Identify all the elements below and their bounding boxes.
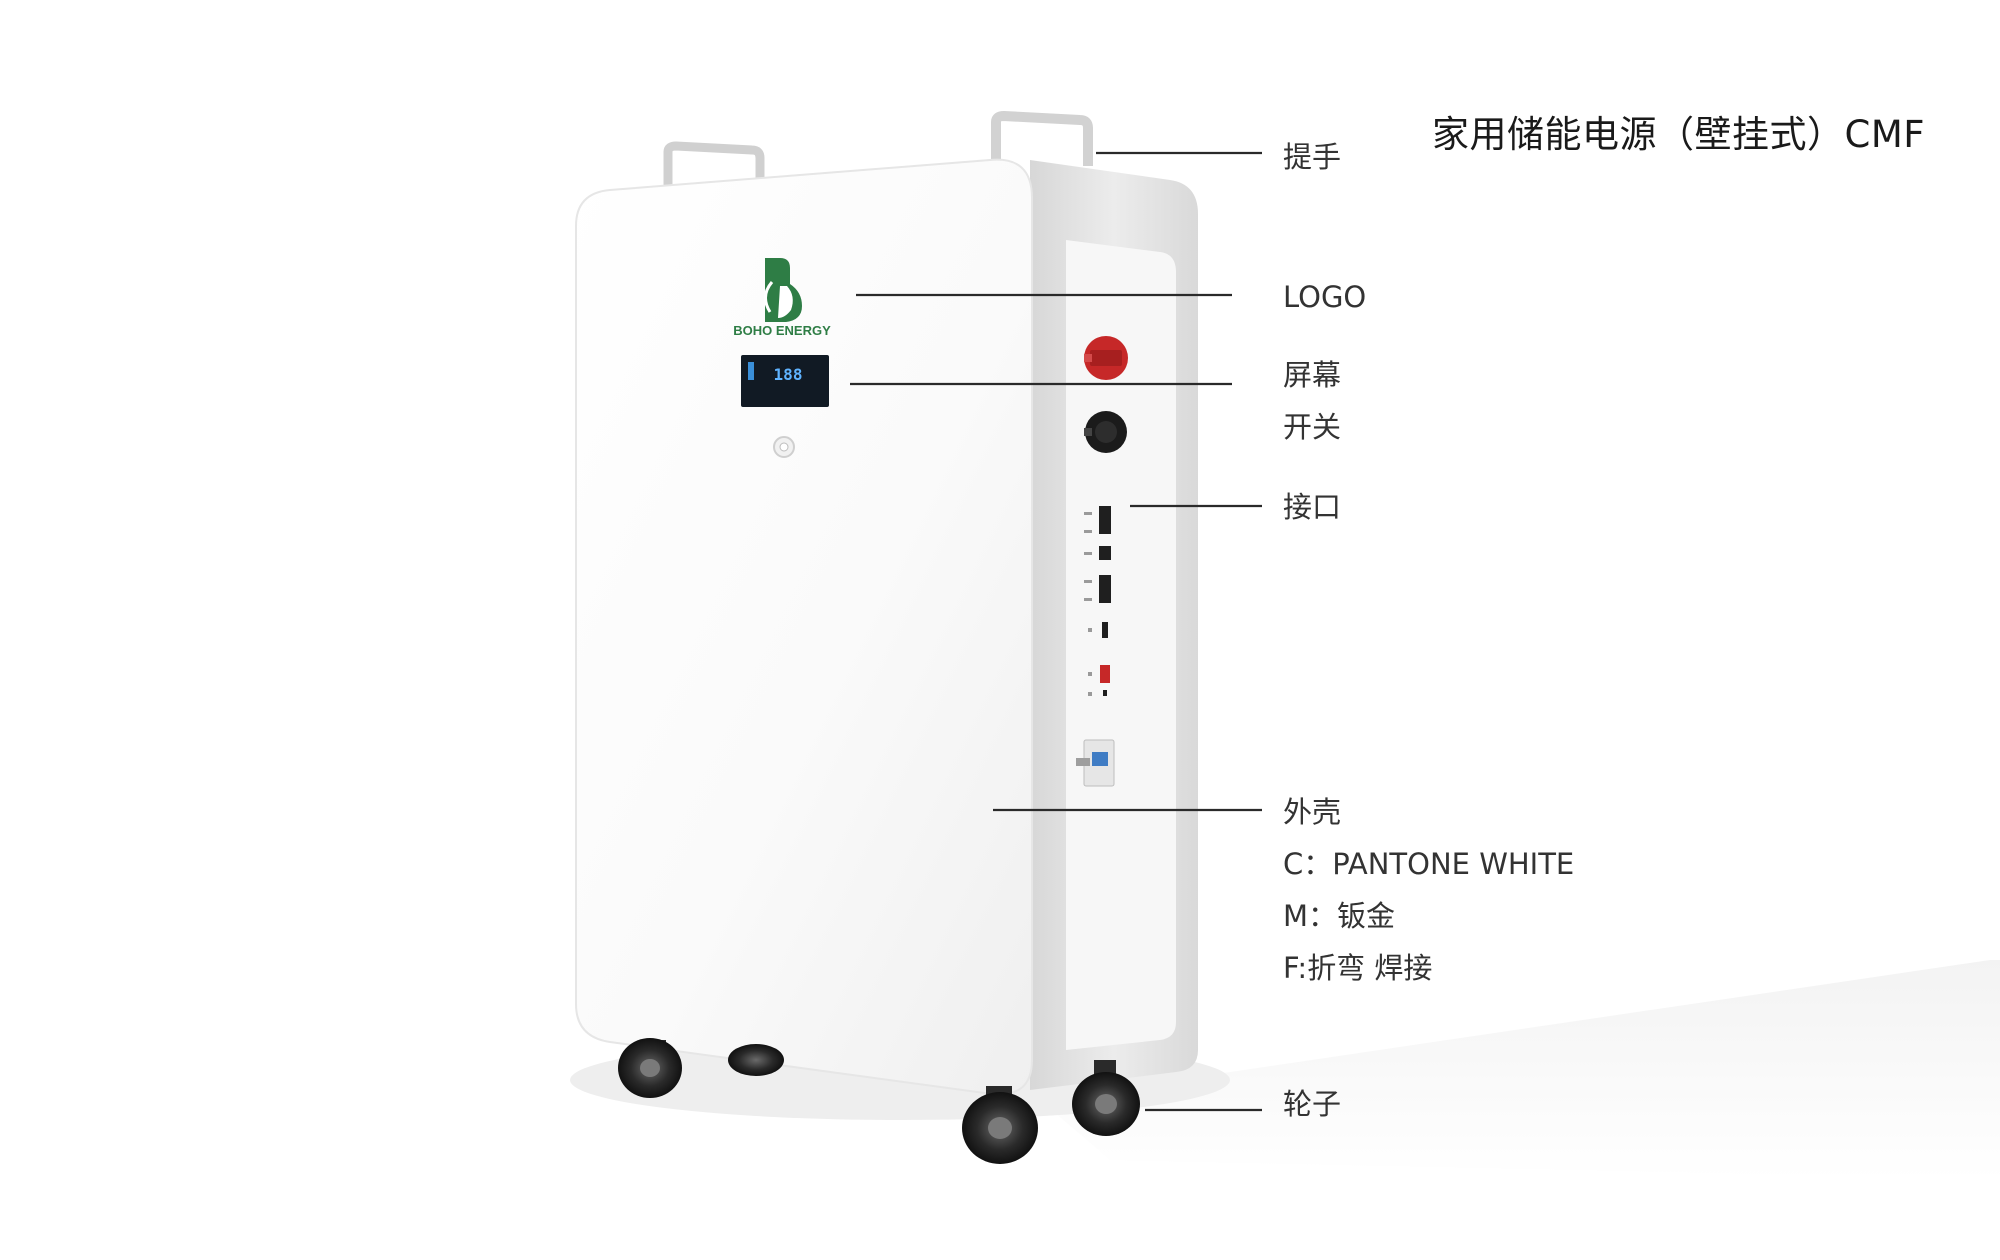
leader-lines: [850, 151, 1262, 1112]
handle-left: [663, 141, 765, 196]
black-switch: [1084, 411, 1127, 453]
handle-right: [991, 111, 1093, 166]
display-screen: [741, 355, 829, 407]
wheel-front-right: [962, 1086, 1038, 1164]
logo-mark: [764, 258, 802, 322]
diagram-title: 家用储能电源（壁挂式）CMF: [1432, 113, 1926, 156]
callout-finish: F:折弯 焊接: [1283, 951, 1433, 985]
front-panel: [575, 158, 1033, 1096]
callout-shell: 外壳: [1283, 795, 1342, 829]
callout-switch: 开关: [1283, 410, 1342, 444]
port-panel: [1084, 506, 1111, 696]
wheel-front-left: [618, 1038, 682, 1098]
callout-handle: 提手: [1283, 140, 1342, 174]
wheel-back-right: [1072, 1060, 1140, 1136]
wheel-back-left: [728, 1044, 784, 1076]
red-connector: [1084, 336, 1128, 380]
callout-logo: LOGO: [1283, 280, 1367, 314]
breaker: [1076, 739, 1115, 787]
callout-color: C：PANTONE WHITE: [1283, 847, 1575, 881]
callout-port: 接口: [1283, 490, 1342, 524]
callout-screen: 屏幕: [1283, 358, 1342, 392]
floor-shadow: [1040, 960, 2000, 1180]
display-digits: 188: [774, 365, 803, 384]
callout-material: M：钣金: [1283, 899, 1396, 933]
callout-wheel: 轮子: [1283, 1087, 1342, 1121]
brand-text: BOHO ENERGY: [733, 323, 831, 338]
